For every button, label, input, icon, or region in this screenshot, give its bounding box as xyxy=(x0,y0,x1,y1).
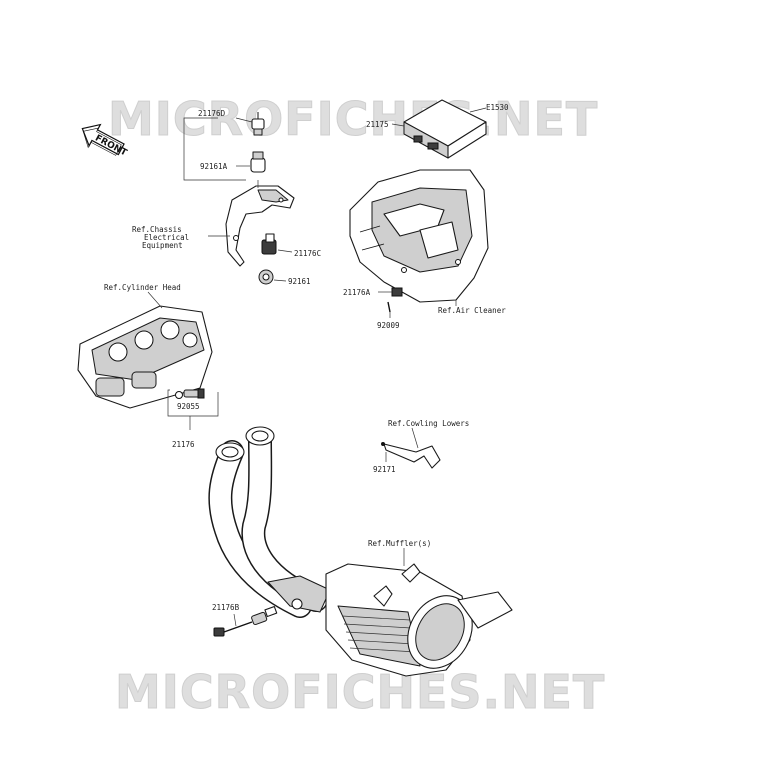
sensor-bracket-assembly xyxy=(183,112,295,285)
sensor-21176d xyxy=(251,112,265,136)
sensor-21176 xyxy=(175,388,205,399)
sensor-21176b xyxy=(213,605,278,637)
label-e1530: E1530 xyxy=(486,103,509,112)
muffler xyxy=(325,548,513,677)
label-21176c: 21176C xyxy=(294,249,321,258)
label-92009: 92009 xyxy=(377,321,400,330)
sensor-21176c xyxy=(261,233,277,255)
label-92171: 92171 xyxy=(373,465,396,474)
label-21176b: 21176B xyxy=(212,603,240,612)
label-92055: 92055 xyxy=(177,402,200,411)
label-21175: 21175 xyxy=(366,120,389,129)
watermark-top: MICROFICHES.NET xyxy=(108,92,598,146)
label-ref-chassis-1: Ref.Chassis xyxy=(132,225,182,234)
label-21176a: 21176A xyxy=(343,288,371,297)
watermark-bottom: MICROFICHES.NET xyxy=(115,665,605,719)
label-ref-mufflers: Ref.Muffler(s) xyxy=(368,539,431,548)
cylinder-head xyxy=(77,291,219,430)
label-92161a: 92161A xyxy=(200,162,228,171)
label-ref-chassis-2: Electrical xyxy=(144,233,189,242)
label-92161: 92161 xyxy=(288,277,311,286)
label-ref-air-cleaner: Ref.Air Cleaner xyxy=(438,306,506,315)
label-21176d: 21176D xyxy=(198,109,226,118)
exhaust-header-pipes xyxy=(208,426,331,618)
label-ref-cowling-lowers: Ref.Cowling Lowers xyxy=(388,419,469,428)
air-cleaner-housing xyxy=(349,169,489,318)
ecu-21175 xyxy=(391,99,487,159)
cap-92161a xyxy=(250,151,266,173)
label-ref-cylinder-head: Ref.Cylinder Head xyxy=(104,283,181,292)
cap-92161 xyxy=(258,269,274,285)
bracket xyxy=(225,185,295,267)
cowling-bracket xyxy=(381,427,441,469)
label-21176: 21176 xyxy=(172,440,195,449)
label-ref-chassis-3: Equipment xyxy=(142,241,183,250)
